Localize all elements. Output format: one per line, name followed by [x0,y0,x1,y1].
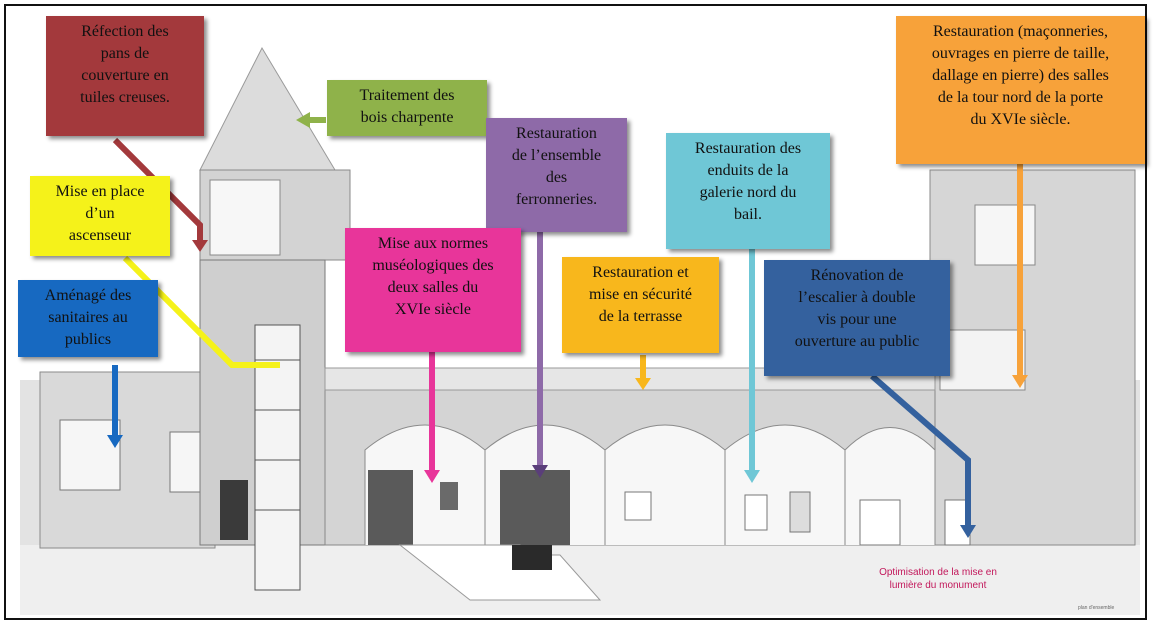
label-refection-couverture: Réfection des pans de couverture en tuil… [80,23,170,106]
label-normes-museologiques: Mise aux normes muséologiques des deux s… [372,235,494,318]
label-box-sanitaires: Aménagé des sanitaires au publics [18,280,158,357]
label-tour-nord: Restauration (maçonneries, ouvrages en p… [931,23,1110,128]
label-box-traitement-charpente: Traitement des bois charpente [327,80,487,136]
label-escalier: Rénovation de l’escalier à double vis po… [794,267,920,350]
label-box-escalier: Rénovation de l’escalier à double vis po… [764,260,950,376]
svg-text:plan d'ensemble: plan d'ensemble [1078,605,1114,611]
label-box-normes-museologiques: Mise aux normes muséologiques des deux s… [345,228,521,352]
label-box-terrasse: Restauration et mise en sécurité de la t… [562,257,719,353]
label-box-tour-nord: Restauration (maçonneries, ouvrages en p… [896,16,1145,164]
lighting-caption: Optimisation de la mise en lumière du mo… [879,567,997,591]
label-ascenseur: Mise en place d’un ascenseur [55,183,145,244]
label-box-enduits-galerie: Restauration des enduits de la galerie n… [666,133,830,249]
frame-border [4,4,1147,620]
label-box-ferronneries: Restauration de l’ensemble des ferronner… [486,118,627,232]
label-enduits-galerie: Restauration des enduits de la galerie n… [694,140,802,223]
label-terrasse: Restauration et mise en sécurité de la t… [588,264,693,325]
label-traitement-charpente: Traitement des bois charpente [359,87,455,126]
label-sanitaires: Aménagé des sanitaires au publics [44,287,132,348]
label-ferronneries: Restauration de l’ensemble des ferronner… [511,125,602,208]
label-box-refection-couverture: Réfection des pans de couverture en tuil… [46,16,204,136]
label-box-ascenseur: Mise en place d’un ascenseur [30,176,170,256]
